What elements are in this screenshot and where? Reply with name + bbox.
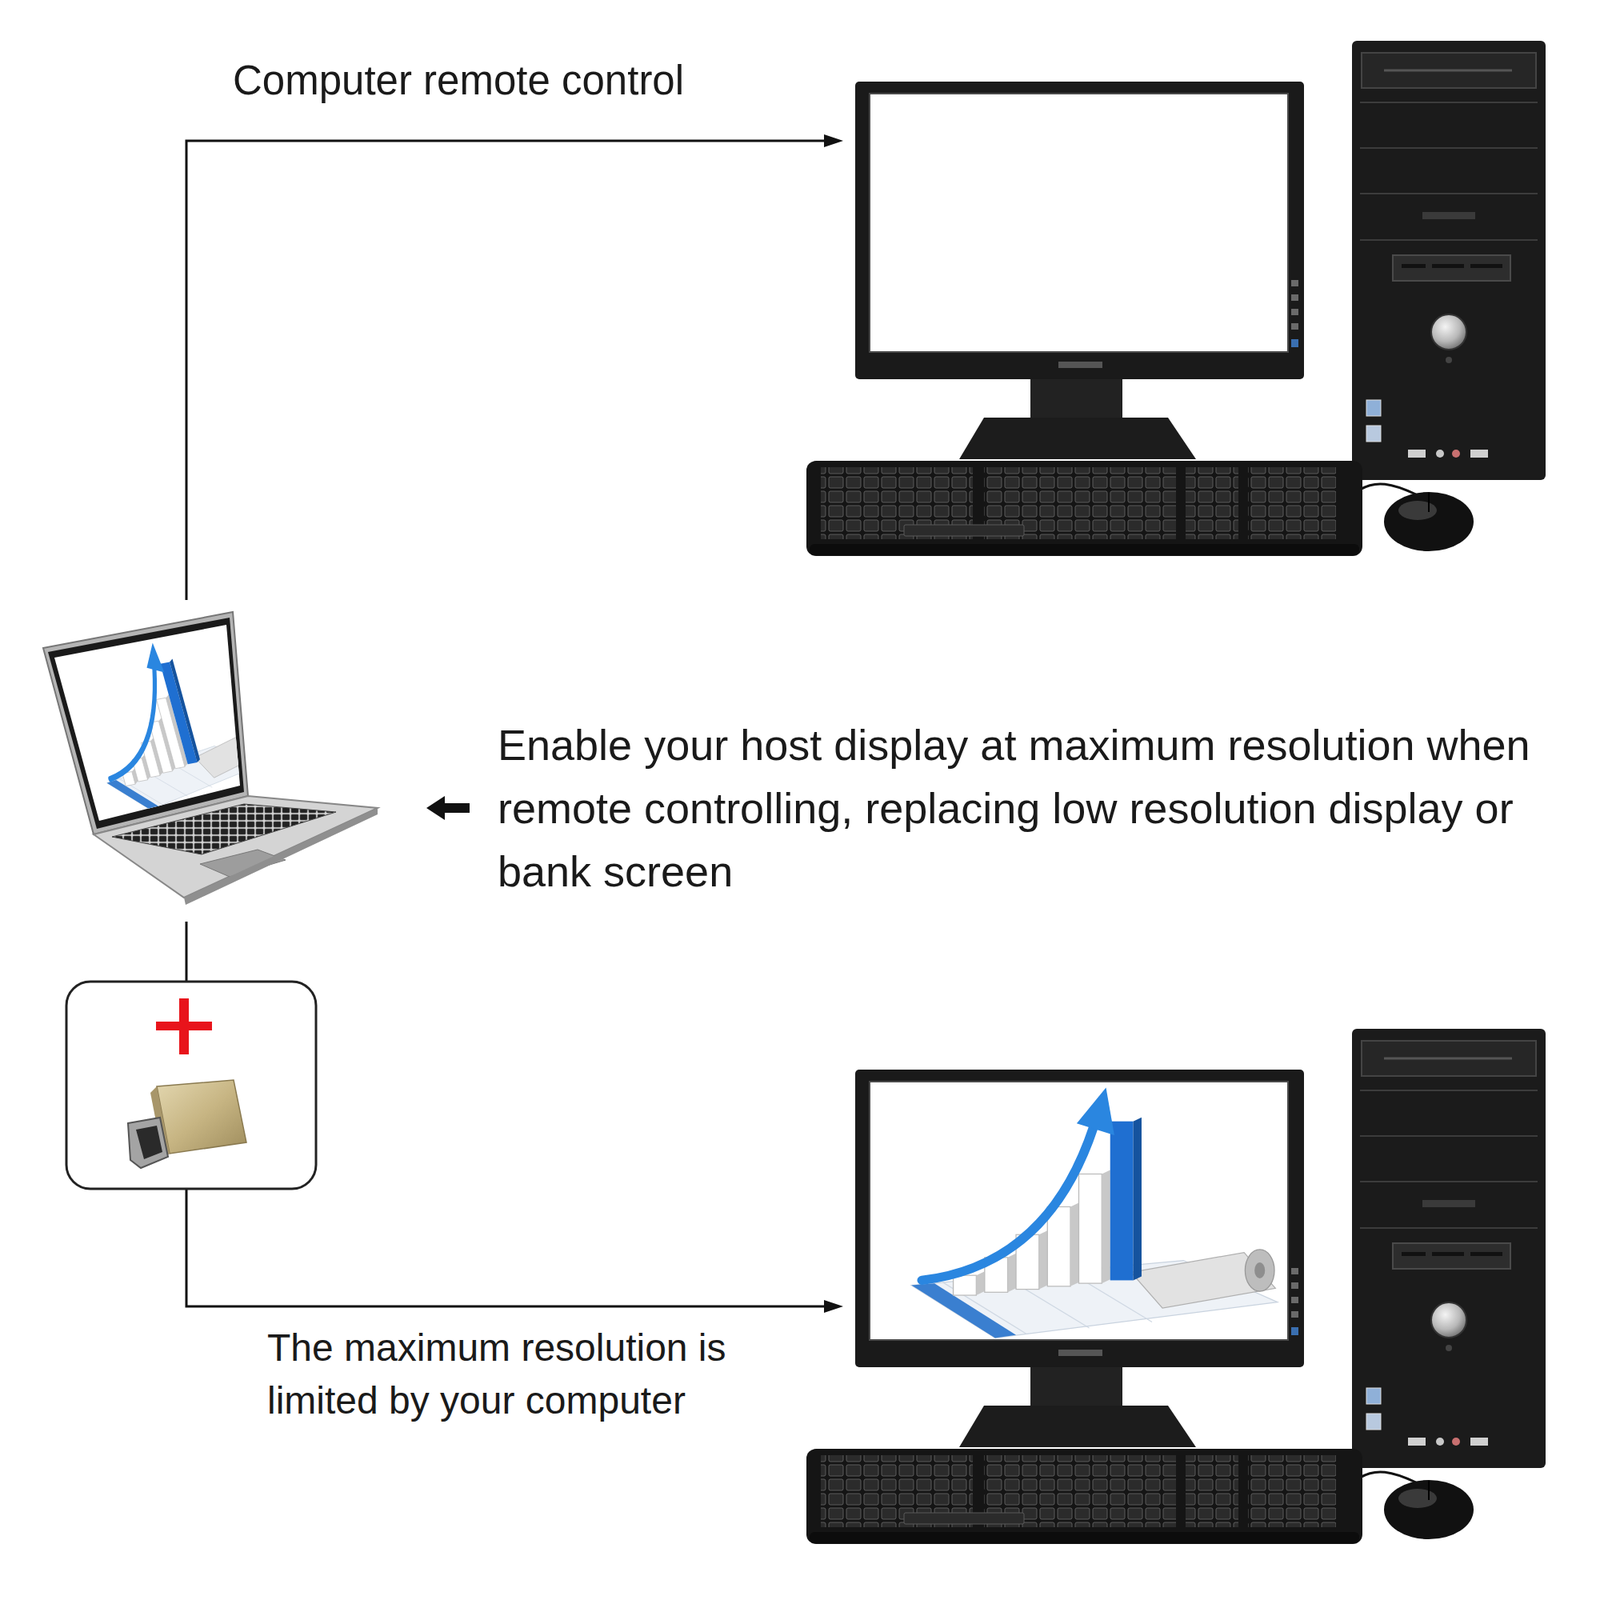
chart-picture — [72, 629, 267, 817]
chart-picture — [911, 1087, 1278, 1338]
pointer-arrow — [426, 796, 445, 820]
plug-tip — [128, 1117, 168, 1168]
note-text: Enable your host display at maximum reso… — [497, 713, 1586, 904]
desktop-computer — [806, 1028, 1546, 1544]
pointer-arrow — [443, 803, 470, 813]
plug-body — [156, 1080, 247, 1154]
wire — [185, 921, 188, 982]
wire — [186, 140, 828, 600]
heading-label: Computer remote control — [232, 56, 1033, 106]
laptop — [43, 612, 378, 905]
laptop-base — [93, 796, 378, 898]
hdmi-dummy-plug — [128, 1080, 247, 1168]
chart-picture — [72, 629, 267, 817]
note-text: The maximum resolution is limited by you… — [267, 1321, 764, 1428]
desktop-computer — [806, 40, 1546, 556]
arrowhead — [824, 134, 844, 148]
desktop-computer — [806, 1028, 1546, 1544]
plug-tip — [136, 1125, 163, 1160]
chart-picture — [911, 1087, 1278, 1338]
wire — [186, 1188, 828, 1307]
arrowhead — [824, 1300, 844, 1313]
adapter-frame — [66, 981, 316, 1189]
plus-sign — [179, 998, 189, 1055]
laptop-edge — [184, 808, 378, 905]
